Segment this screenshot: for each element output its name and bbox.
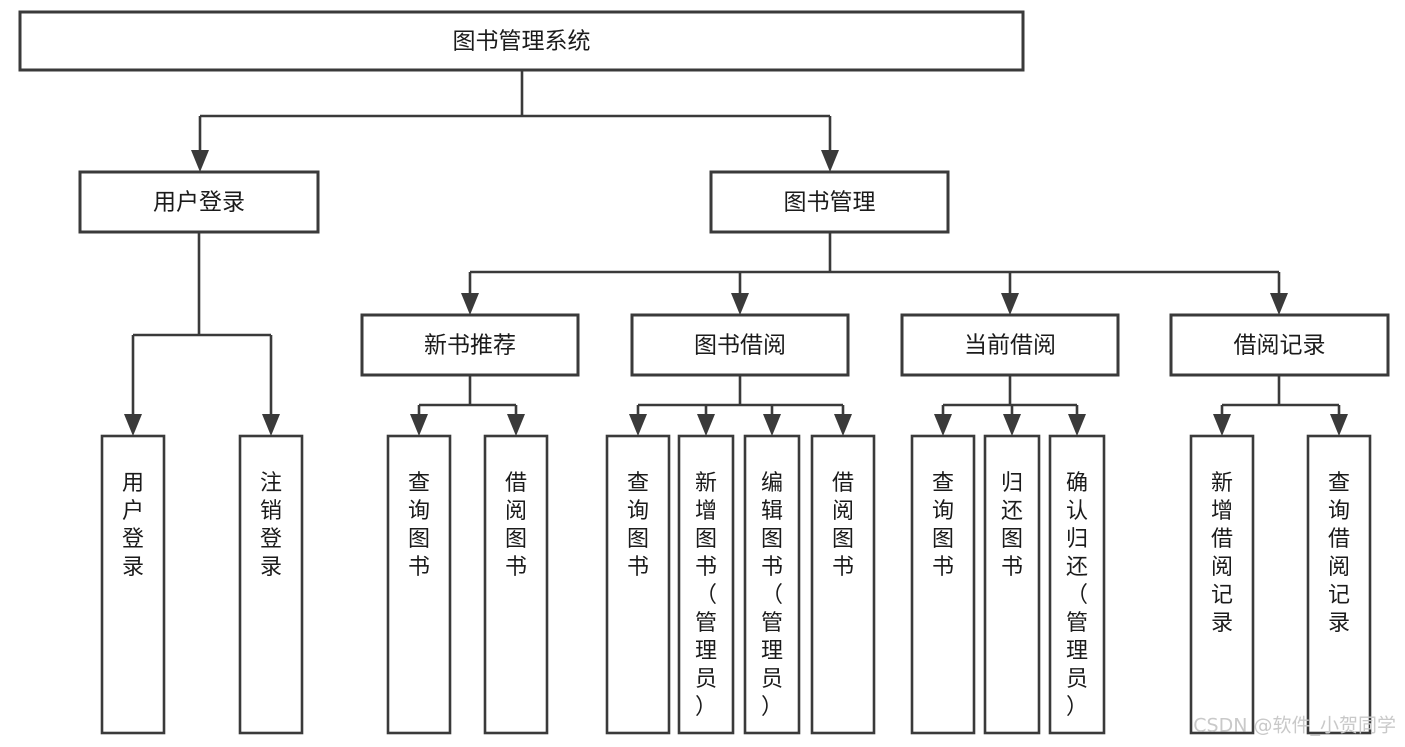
node-borrow-record[interactable]: 借阅记录 xyxy=(1169,313,1390,377)
connector-layer xyxy=(124,70,1348,436)
node-leaf-query-book-3[interactable]: 查询图书 xyxy=(910,434,976,735)
node-user-login-box[interactable] xyxy=(78,170,320,234)
node-book-manage[interactable]: 图书管理 xyxy=(709,170,950,234)
node-leaf-user-login-box[interactable] xyxy=(100,434,166,735)
arrow-to-leaf xyxy=(697,414,715,436)
node-new-book-rec-box[interactable] xyxy=(360,313,580,377)
arrow-to-leaf xyxy=(124,414,142,436)
node-leaf-add-record[interactable]: 新增借阅记录 xyxy=(1189,434,1255,735)
node-leaf-query-book-2-label: 查询图书 xyxy=(627,471,649,580)
node-book-borrow-box[interactable] xyxy=(630,313,850,377)
csdn-watermark: CSDN @软件_小贺同学 xyxy=(1193,715,1396,737)
node-leaf-return-book-label: 归还图书 xyxy=(1001,471,1023,580)
arrow-to-leaf xyxy=(262,414,280,436)
node-root-system[interactable]: 图书管理系统 xyxy=(18,10,1025,72)
arrow-to-leaf xyxy=(934,414,952,436)
node-leaf-logout-label: 注销登录 xyxy=(260,471,282,580)
node-leaf-query-record-label: 查询借阅记录 xyxy=(1328,471,1350,636)
node-current-borrow-box[interactable] xyxy=(900,313,1120,377)
node-book-manage-label: 图书管理 xyxy=(784,190,876,216)
node-leaf-query-book-1-label: 查询图书 xyxy=(408,471,430,580)
node-leaf-add-book[interactable]: 新增图书（管理员） xyxy=(677,434,735,735)
node-leaf-logout[interactable]: 注销登录 xyxy=(238,434,304,735)
arrow-to-leaf xyxy=(410,414,428,436)
node-leaf-borrow-book-2[interactable]: 借阅图书 xyxy=(810,434,876,735)
node-root-system-label: 图书管理系统 xyxy=(453,29,591,55)
node-layer: 图书管理系统用户登录图书管理新书推荐图书借阅当前借阅借阅记录用户登录注销登录查询… xyxy=(18,10,1390,735)
arrow-to-tier3 xyxy=(1001,293,1019,315)
arrow-to-leaf xyxy=(1330,414,1348,436)
node-new-book-rec-label: 新书推荐 xyxy=(424,333,516,359)
arrow-to-leaf xyxy=(629,414,647,436)
node-leaf-borrow-book-2-box[interactable] xyxy=(810,434,876,735)
node-leaf-query-book-3-box[interactable] xyxy=(910,434,976,735)
node-leaf-query-book-1[interactable]: 查询图书 xyxy=(386,434,452,735)
node-leaf-borrow-book-1[interactable]: 借阅图书 xyxy=(483,434,549,735)
node-leaf-add-record-box[interactable] xyxy=(1189,434,1255,735)
node-leaf-query-book-2[interactable]: 查询图书 xyxy=(605,434,671,735)
arrow-to-tier3 xyxy=(731,293,749,315)
arrow-to-tier2 xyxy=(821,150,839,172)
node-leaf-logout-box[interactable] xyxy=(238,434,304,735)
node-borrow-record-label: 借阅记录 xyxy=(1234,333,1326,359)
node-leaf-edit-book[interactable]: 编辑图书（管理员） xyxy=(743,434,801,735)
node-leaf-user-login[interactable]: 用户登录 xyxy=(100,434,166,735)
node-leaf-confirm-return[interactable]: 确认归还（管理员） xyxy=(1048,434,1106,735)
node-leaf-borrow-book-1-box[interactable] xyxy=(483,434,549,735)
node-book-borrow-label: 图书借阅 xyxy=(694,333,786,359)
node-leaf-query-book-2-box[interactable] xyxy=(605,434,671,735)
node-leaf-add-record-label: 新增借阅记录 xyxy=(1211,471,1233,636)
arrow-to-leaf xyxy=(1213,414,1231,436)
node-leaf-edit-book-label: 编辑图书（管理员） xyxy=(761,471,783,720)
node-leaf-query-record[interactable]: 查询借阅记录 xyxy=(1306,434,1372,735)
node-leaf-confirm-return-label: 确认归还（管理员） xyxy=(1066,471,1088,720)
node-leaf-query-book-1-box[interactable] xyxy=(386,434,452,735)
node-book-borrow[interactable]: 图书借阅 xyxy=(630,313,850,377)
arrow-to-leaf xyxy=(507,414,525,436)
arrow-to-tier2 xyxy=(191,150,209,172)
node-borrow-record-box[interactable] xyxy=(1169,313,1390,377)
node-leaf-query-record-box[interactable] xyxy=(1306,434,1372,735)
node-leaf-user-login-label: 用户登录 xyxy=(122,471,144,580)
arrow-to-leaf xyxy=(763,414,781,436)
node-leaf-edit-book-box[interactable] xyxy=(743,434,801,735)
node-current-borrow[interactable]: 当前借阅 xyxy=(900,313,1120,377)
arrow-to-tier3 xyxy=(1270,293,1288,315)
node-leaf-borrow-book-1-label: 借阅图书 xyxy=(505,471,527,580)
node-current-borrow-label: 当前借阅 xyxy=(964,333,1056,359)
node-leaf-return-book[interactable]: 归还图书 xyxy=(983,434,1041,735)
node-user-login[interactable]: 用户登录 xyxy=(78,170,320,234)
arrow-to-leaf xyxy=(1003,414,1021,436)
node-book-manage-box[interactable] xyxy=(709,170,950,234)
node-user-login-label: 用户登录 xyxy=(153,190,245,216)
node-leaf-add-book-box[interactable] xyxy=(677,434,735,735)
node-root-system-box[interactable] xyxy=(18,10,1025,72)
arrow-to-leaf xyxy=(834,414,852,436)
arrow-to-leaf xyxy=(1068,414,1086,436)
node-leaf-return-book-box[interactable] xyxy=(983,434,1041,735)
node-leaf-query-book-3-label: 查询图书 xyxy=(932,471,954,580)
node-leaf-add-book-label: 新增图书（管理员） xyxy=(695,471,717,720)
node-new-book-rec[interactable]: 新书推荐 xyxy=(360,313,580,377)
node-leaf-borrow-book-2-label: 借阅图书 xyxy=(832,471,854,580)
arrow-to-tier3 xyxy=(461,293,479,315)
node-leaf-confirm-return-box[interactable] xyxy=(1048,434,1106,735)
